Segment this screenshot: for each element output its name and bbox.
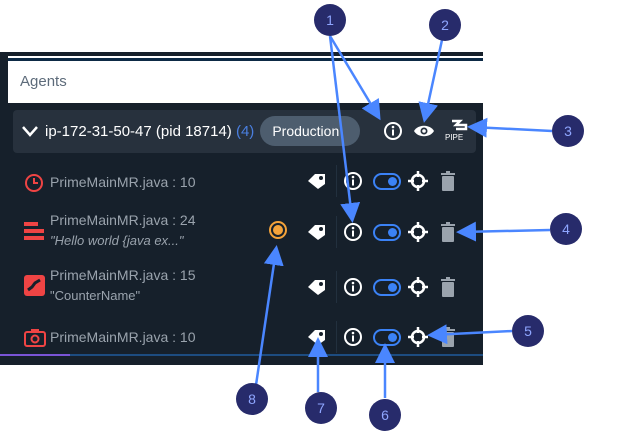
log-icon [24, 222, 44, 240]
timer-icon [25, 174, 43, 192]
agent-group-row[interactable]: ip-172-31-50-47 (pid 18714) (4) Producti… [13, 110, 476, 153]
agents-panel [0, 52, 483, 365]
info-icon[interactable] [383, 121, 403, 141]
annotation-badge: 1 [314, 4, 346, 36]
tag-icon[interactable] [307, 278, 327, 296]
annotation-badge: 6 [369, 399, 401, 431]
file-location: PrimeMainMR.java : 24 [50, 212, 196, 228]
breakpoint-row[interactable]: PrimeMainMR.java : 10 [0, 323, 483, 353]
info-icon[interactable] [343, 171, 363, 191]
trash-icon[interactable] [441, 222, 455, 242]
divider [336, 165, 337, 197]
file-location: PrimeMainMR.java : 15 [50, 267, 196, 283]
info-icon[interactable] [343, 277, 363, 297]
counter-icon [24, 275, 45, 296]
agent-group-title: ip-172-31-50-47 (pid 18714) (4) Producti… [45, 116, 367, 146]
panel-title: Agents [20, 73, 67, 90]
env-tag[interactable]: Production [260, 116, 361, 146]
annotation-badge: 3 [552, 115, 584, 147]
file-location: PrimeMainMR.java : 10 [50, 329, 196, 345]
panel-header: Agents [8, 61, 483, 103]
pipe-icon[interactable] [448, 119, 470, 133]
counter-name: "CounterName" [50, 288, 141, 303]
divider [336, 216, 337, 248]
trash-icon[interactable] [441, 171, 455, 191]
log-message: "Hello world {java ex..." [50, 233, 184, 248]
snapshot-icon [24, 329, 46, 347]
info-icon[interactable] [343, 327, 363, 347]
agent-count: (4) [235, 122, 255, 140]
annotation-badge: 5 [512, 315, 544, 347]
breakpoint-row[interactable]: PrimeMainMR.java : 10 [0, 168, 483, 198]
tag-icon[interactable] [307, 172, 327, 190]
trash-icon[interactable] [441, 277, 455, 297]
tag-icon[interactable] [307, 223, 327, 241]
agent-host: ip-172-31-50-47 (pid 18714) [45, 122, 232, 140]
annotation-badge: 2 [429, 9, 461, 41]
progress-bar [0, 354, 483, 356]
enable-toggle[interactable] [373, 173, 401, 190]
crosshair-icon[interactable] [408, 222, 428, 242]
divider [8, 58, 483, 61]
crosshair-icon[interactable] [408, 171, 428, 191]
crosshair-icon[interactable] [408, 277, 428, 297]
annotation-badge: 7 [305, 392, 337, 424]
divider [336, 271, 337, 303]
divider [336, 321, 337, 353]
eye-icon[interactable] [413, 122, 435, 140]
crosshair-icon[interactable] [408, 327, 428, 347]
info-icon[interactable] [343, 222, 363, 242]
file-location: PrimeMainMR.java : 10 [50, 174, 196, 190]
annotation-badge: 4 [550, 213, 582, 245]
divider [8, 56, 483, 58]
annotation-badge: 8 [236, 383, 268, 415]
status-indicator-icon [269, 221, 287, 239]
breakpoint-row[interactable]: PrimeMainMR.java : 24 "Hello world {java… [0, 210, 483, 260]
pipe-label: PIPE [445, 133, 464, 142]
enable-toggle[interactable] [373, 279, 401, 296]
chevron-down-icon[interactable] [21, 122, 39, 140]
enable-toggle[interactable] [373, 224, 401, 241]
breakpoint-row[interactable]: PrimeMainMR.java : 15 "CounterName" [0, 265, 483, 315]
